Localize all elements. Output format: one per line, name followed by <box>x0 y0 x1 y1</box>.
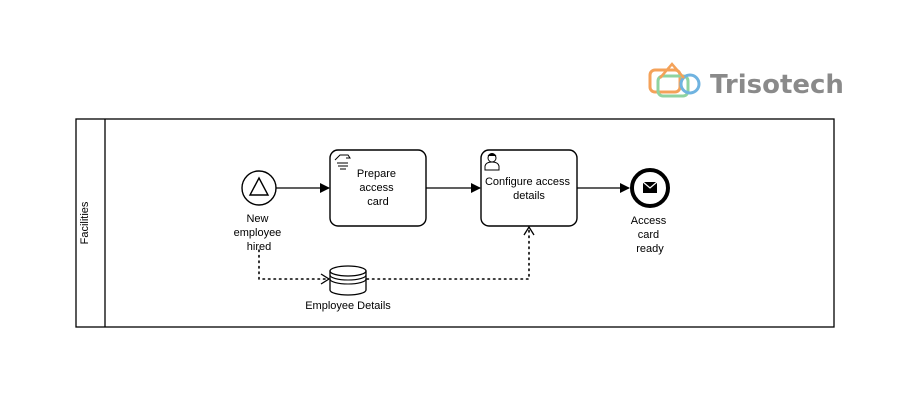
pool-facilities[interactable]: Facilities <box>75 118 835 328</box>
logo-text: Trisotech <box>710 70 844 100</box>
manual-task-hand-icon <box>334 154 351 170</box>
data-store-employee-details[interactable]: Employee Details <box>305 265 391 312</box>
trisotech-logo: Trisotech <box>648 62 844 100</box>
trisotech-logo-icon <box>648 62 701 98</box>
start-event-label: New employee hired <box>234 213 285 253</box>
end-event-label: Access card ready <box>631 215 670 255</box>
task-prepare-label: Prepare access card <box>357 168 399 208</box>
data-store-label: Employee Details <box>305 300 391 312</box>
task-configure-label: Configure access details <box>485 176 573 202</box>
task-prepare-access-card[interactable]: Prepare access card <box>329 149 427 227</box>
lane-label: Facilities <box>79 201 91 244</box>
user-task-person-icon <box>484 153 500 171</box>
data-association-start-to-store[interactable] <box>258 249 329 279</box>
data-association-store-to-configure[interactable] <box>366 227 529 280</box>
message-envelope-icon <box>642 181 658 193</box>
signal-triangle-icon <box>248 176 270 196</box>
start-event-new-employee-hired[interactable]: New employee hired <box>234 170 285 253</box>
task-configure-access-details[interactable]: Configure access details <box>480 149 578 227</box>
end-event-access-card-ready[interactable]: Access card ready <box>630 168 670 255</box>
